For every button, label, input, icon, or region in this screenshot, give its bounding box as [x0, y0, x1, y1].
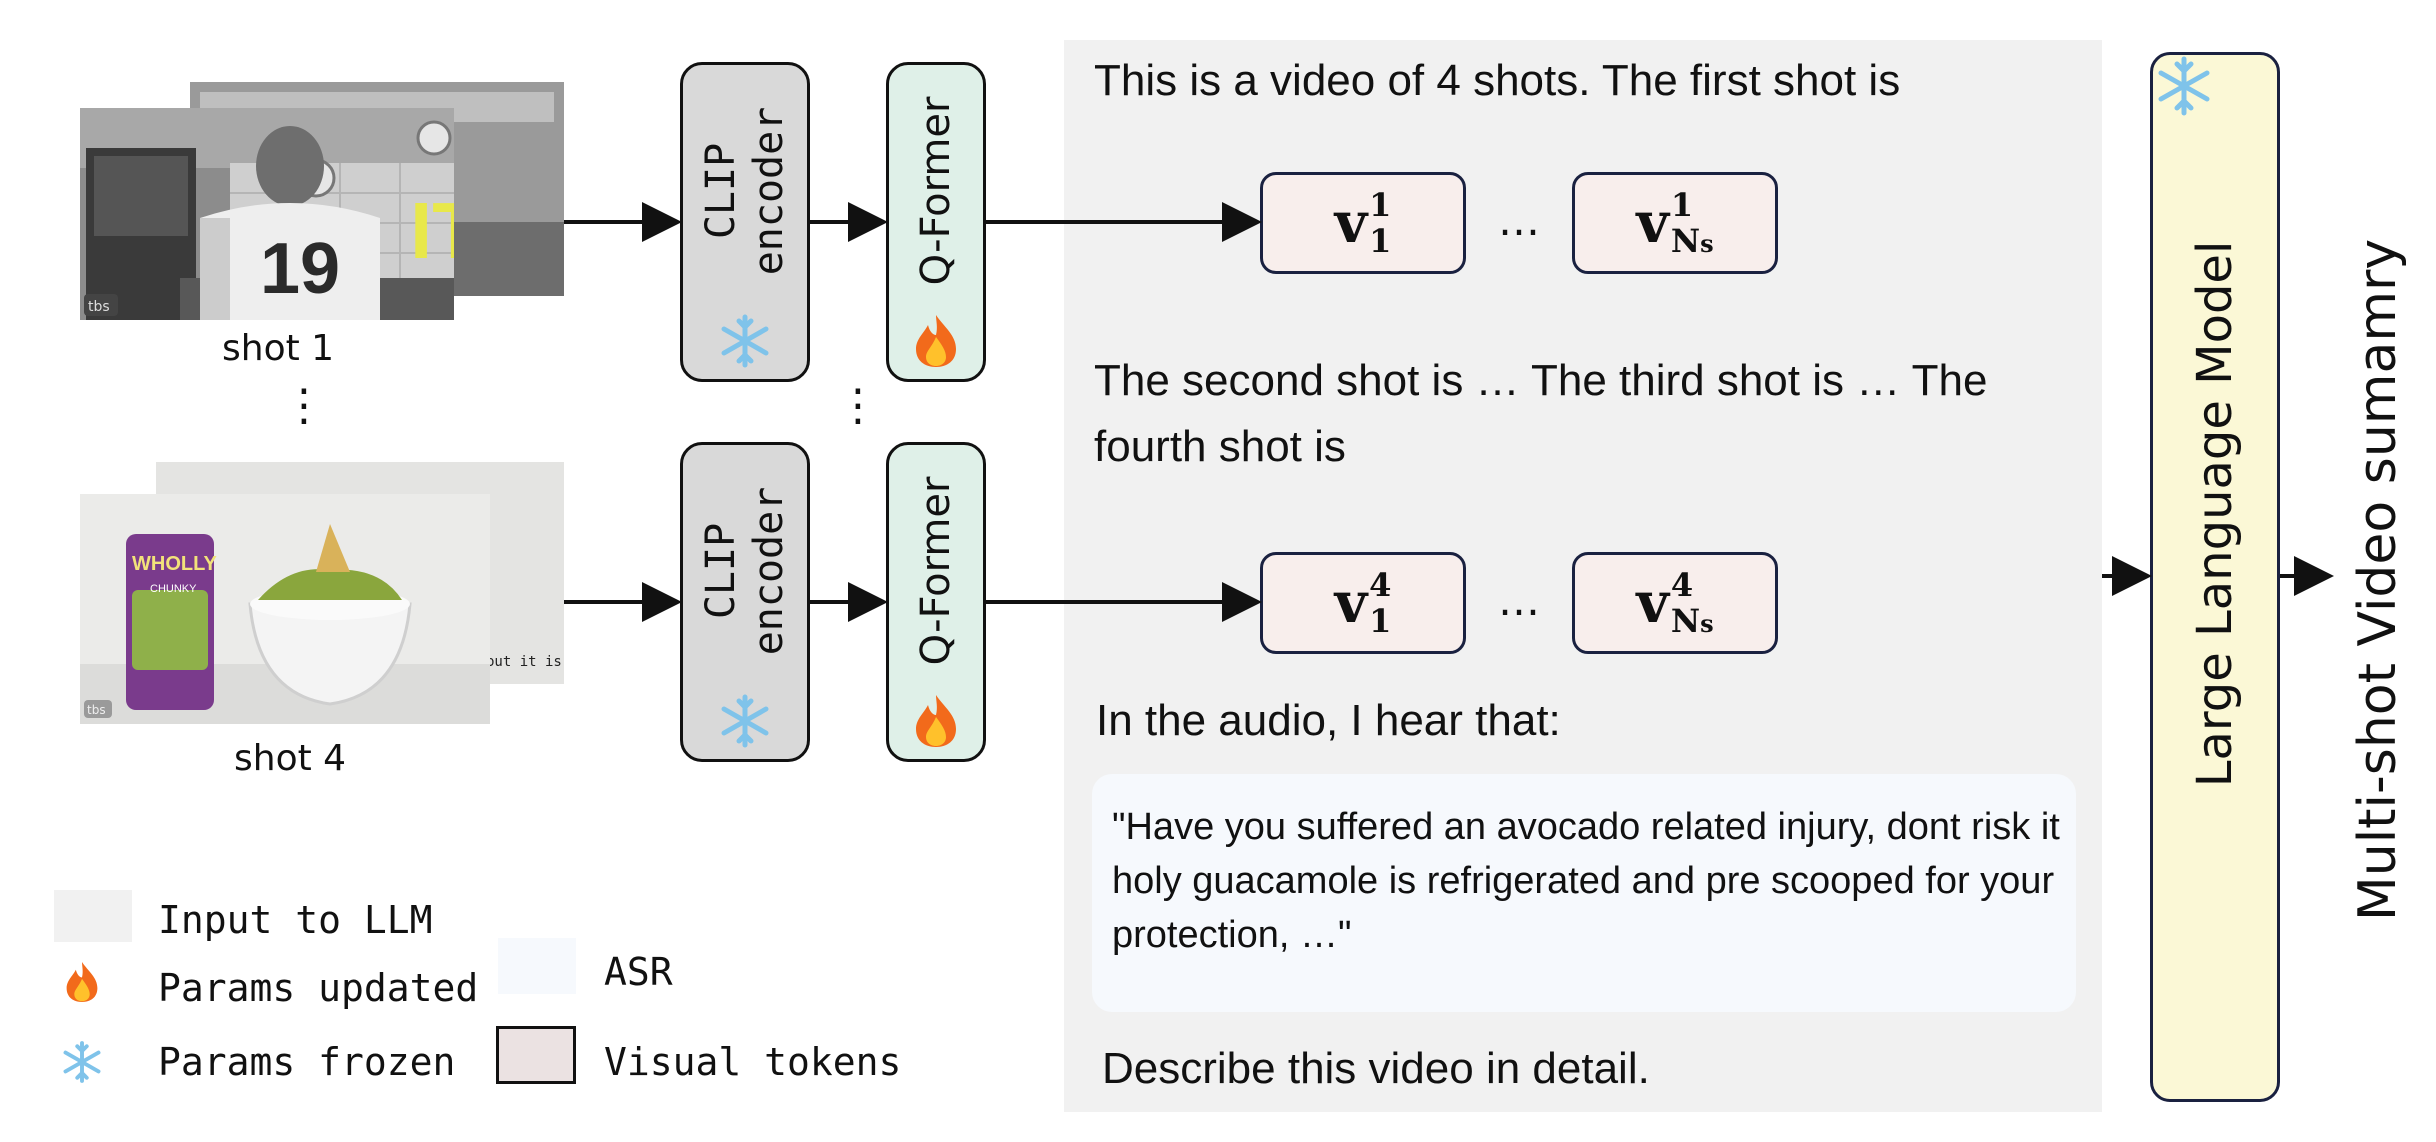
shots-vertical-ellipsis: ⋮ [282, 380, 326, 431]
asr-transcript-text: "Have you suffered an avocado related in… [1112, 806, 2060, 956]
shot-1-label: shot 1 [222, 328, 335, 369]
fire-icon [62, 960, 102, 1008]
qformer-bottom: Q-Former [886, 442, 986, 762]
legend-asr: ASR [604, 950, 673, 994]
token-ellipsis-row4: … [1498, 576, 1540, 625]
prompt-middle-line-2: fourth shot is [1094, 422, 1346, 471]
package-sub-text: CHUNKY [150, 583, 197, 595]
shot-4-label: shot 4 [234, 738, 347, 779]
legend-visual-tokens: Visual tokens [604, 1040, 902, 1084]
snowflake-icon [60, 1040, 104, 1088]
legend-params-updated: Params updated [158, 966, 479, 1010]
prompt-closing: Describe this video in detail. [1102, 1044, 1650, 1093]
prompt-middle-line-1: The second shot is … The third shot is …… [1094, 356, 1988, 405]
legend-swatch-input-to-llm [54, 890, 132, 942]
tbs-logo-shot-4: tbs [87, 703, 106, 717]
prompt-intro: This is a video of 4 shots. The first sh… [1094, 56, 1901, 105]
jersey-number: 19 [260, 229, 340, 309]
encoders-vertical-ellipsis: ⋮ [836, 380, 880, 431]
shot-4-front-frame: WHOLLY CHUNKY tbs [80, 494, 490, 724]
tbs-logo: tbs [88, 299, 110, 315]
qformer-top: Q-Former [886, 62, 986, 382]
large-language-model-block: Large Language Model [2150, 52, 2280, 1102]
prompt-audio-intro: In the audio, I hear that: [1096, 696, 1561, 745]
snowflake-icon [717, 693, 773, 753]
fire-icon [910, 313, 962, 373]
legend-params-frozen: Params frozen [158, 1040, 456, 1084]
snowflake-icon [717, 313, 773, 373]
package-brand-text: WHOLLY [132, 553, 217, 575]
snowflake-icon [2153, 56, 2215, 121]
clip-encoder-top: CLIP encoder [680, 62, 810, 382]
token-ellipsis-row1: … [1498, 196, 1540, 245]
shot-1-front-frame: 19 IT tbs [80, 108, 454, 320]
fire-icon [910, 693, 962, 753]
legend-swatch-asr [498, 938, 576, 994]
asr-transcript-box: "Have you suffered an avocado related in… [1092, 774, 2076, 1012]
clip-encoder-bottom: CLIP encoder [680, 442, 810, 762]
shot-1-overlay-text: IT [410, 186, 454, 275]
caption-fragment: but it is m [486, 654, 564, 670]
legend-input-to-llm: Input to LLM [158, 898, 433, 942]
legend-swatch-visual-tokens [496, 1026, 576, 1084]
